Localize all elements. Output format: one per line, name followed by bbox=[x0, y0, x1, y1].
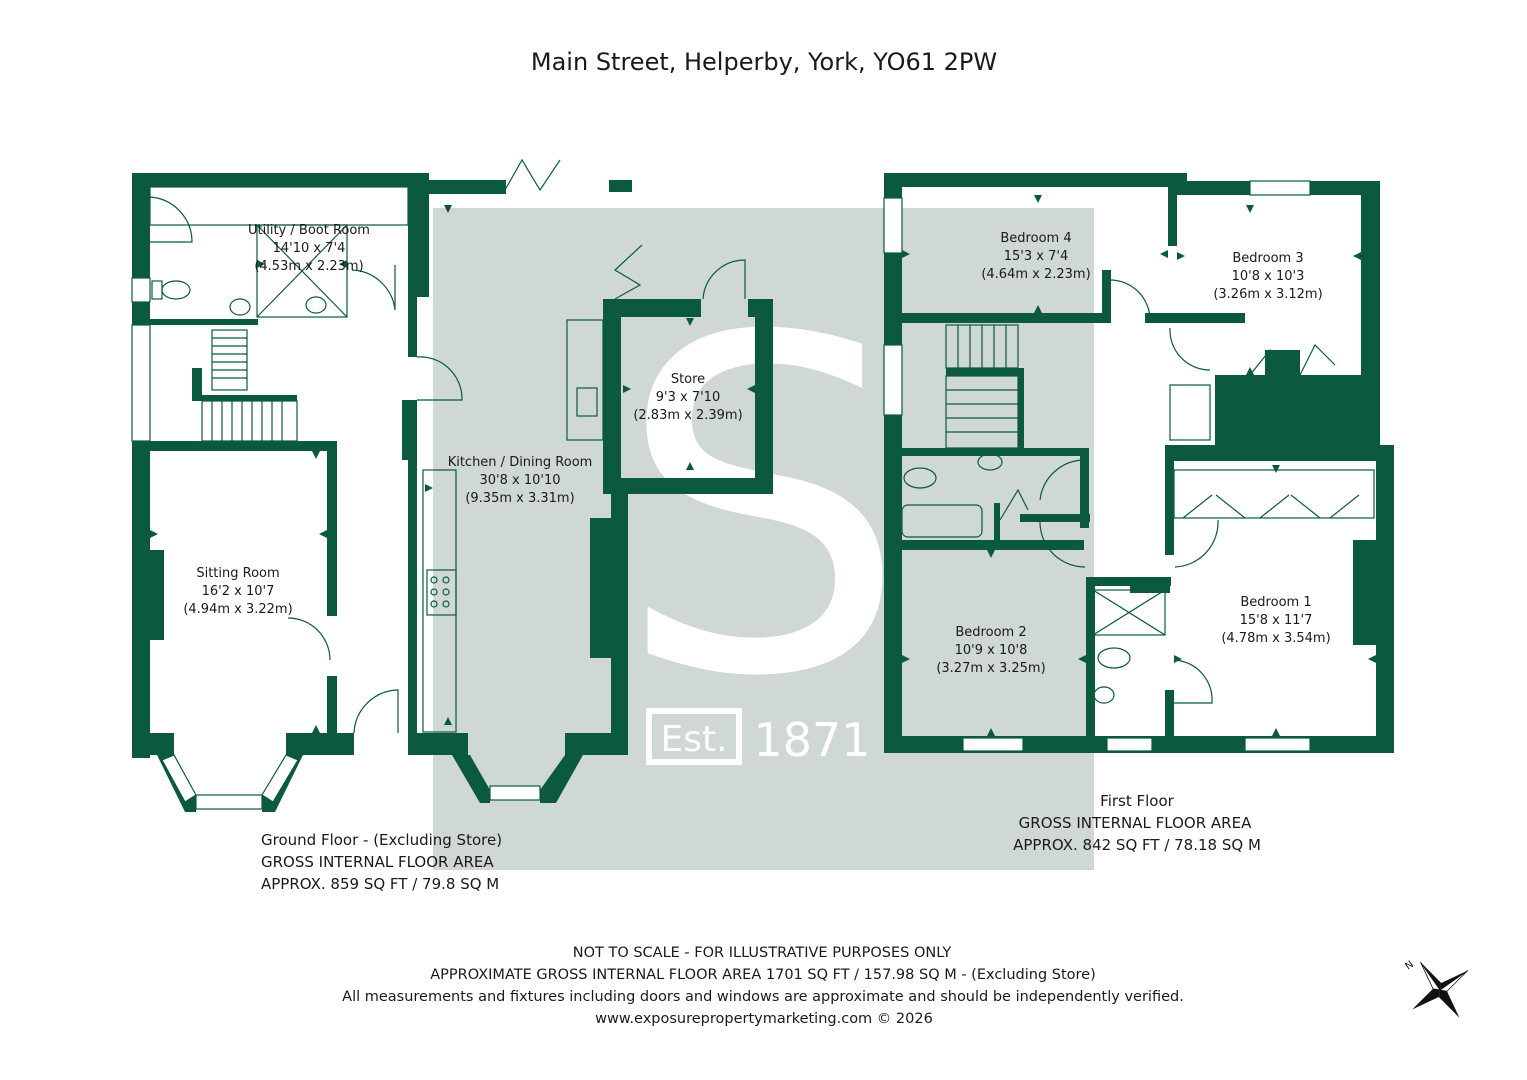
room-name: Kitchen / Dining Room bbox=[448, 455, 593, 470]
room-metric: (3.27m x 3.25m) bbox=[936, 661, 1045, 676]
room-name: Store bbox=[671, 372, 705, 387]
first-floor-label: First Floor bbox=[1100, 792, 1174, 810]
room-bedroom2: Bedroom 2 10'9 x 10'8 (3.27m x 3.25m) bbox=[936, 625, 1045, 676]
room-bedroom3: Bedroom 3 10'8 x 10'3 (3.26m x 3.12m) bbox=[1213, 251, 1322, 302]
watermark-est-box bbox=[646, 708, 742, 765]
ground-floor-approx: APPROX. 859 SQ FT / 79.8 SQ M bbox=[261, 875, 499, 893]
room-metric: (4.94m x 3.22m) bbox=[183, 602, 292, 617]
room-metric: (9.35m x 3.31m) bbox=[465, 491, 574, 506]
room-sitting: Sitting Room 16'2 x 10'7 (4.94m x 3.22m) bbox=[183, 566, 292, 617]
room-name: Bedroom 4 bbox=[1000, 231, 1071, 246]
footer-total-area: APPROXIMATE GROSS INTERNAL FLOOR AREA 17… bbox=[430, 967, 1096, 983]
room-name: Bedroom 1 bbox=[1240, 595, 1311, 610]
first-floor-gia: GROSS INTERNAL FLOOR AREA bbox=[1019, 814, 1252, 832]
footer: NOT TO SCALE - FOR ILLUSTRATIVE PURPOSES… bbox=[342, 945, 1184, 1027]
ground-floor-gia: GROSS INTERNAL FLOOR AREA bbox=[261, 853, 494, 871]
room-imperial: 14'10 x 7'4 bbox=[273, 241, 346, 256]
room-name: Sitting Room bbox=[196, 566, 279, 581]
ground-floor-area: Ground Floor - (Excluding Store) GROSS I… bbox=[261, 831, 502, 893]
room-name: Bedroom 3 bbox=[1232, 251, 1303, 266]
watermark-est: Est. bbox=[660, 719, 727, 760]
room-imperial: 10'9 x 10'8 bbox=[955, 643, 1028, 658]
room-metric: (3.26m x 3.12m) bbox=[1213, 287, 1322, 302]
room-metric: (4.78m x 3.54m) bbox=[1221, 631, 1330, 646]
room-imperial: 16'2 x 10'7 bbox=[202, 584, 275, 599]
first-floor-approx: APPROX. 842 SQ FT / 78.18 SQ M bbox=[1013, 836, 1261, 854]
compass-icon bbox=[1412, 961, 1469, 1018]
room-name: Utility / Boot Room bbox=[248, 223, 370, 238]
room-bedroom4: Bedroom 4 15'3 x 7'4 (4.64m x 2.23m) bbox=[981, 231, 1090, 282]
watermark-year: 1871 bbox=[753, 713, 870, 767]
room-imperial: 15'8 x 11'7 bbox=[1240, 613, 1313, 628]
room-metric: (2.83m x 2.39m) bbox=[633, 408, 742, 423]
room-metric: (4.64m x 2.23m) bbox=[981, 267, 1090, 282]
room-kitchen: Kitchen / Dining Room 30'8 x 10'10 (9.35… bbox=[448, 455, 593, 506]
first-floor-area: First Floor GROSS INTERNAL FLOOR AREA AP… bbox=[1013, 792, 1261, 854]
room-imperial: 10'8 x 10'3 bbox=[1232, 269, 1305, 284]
room-name: Bedroom 2 bbox=[955, 625, 1026, 640]
compass-north-label: N bbox=[1403, 959, 1415, 972]
room-store: Store 9'3 x 7'10 (2.83m x 2.39m) bbox=[633, 372, 742, 423]
footer-website: www.exposurepropertymarketing.com © 2026 bbox=[595, 1011, 933, 1027]
room-imperial: 9'3 x 7'10 bbox=[656, 390, 720, 405]
first-floor-plan bbox=[883, 173, 1394, 753]
room-metric: (4.53m x 2.23m) bbox=[254, 259, 363, 274]
footer-measurements-note: All measurements and fixtures including … bbox=[342, 989, 1184, 1005]
footer-disclaimer: NOT TO SCALE - FOR ILLUSTRATIVE PURPOSES… bbox=[573, 945, 952, 961]
room-bedroom1: Bedroom 1 15'8 x 11'7 (4.78m x 3.54m) bbox=[1221, 595, 1330, 646]
ground-floor-label: Ground Floor - (Excluding Store) bbox=[261, 831, 502, 849]
room-imperial: 30'8 x 10'10 bbox=[479, 473, 560, 488]
ground-floor-plan bbox=[131, 158, 773, 812]
room-utility: Utility / Boot Room 14'10 x 7'4 (4.53m x… bbox=[248, 223, 370, 274]
page-title: Main Street, Helperby, York, YO61 2PW bbox=[531, 48, 997, 76]
room-imperial: 15'3 x 7'4 bbox=[1004, 249, 1068, 264]
